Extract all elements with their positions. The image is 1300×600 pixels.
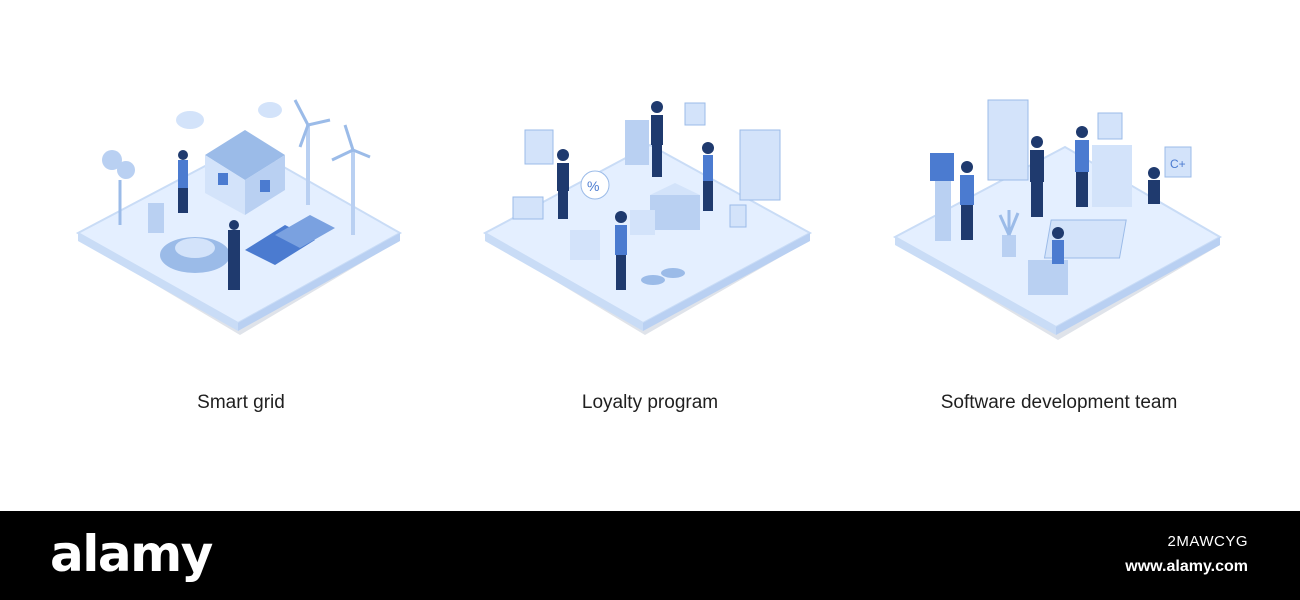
loyalty-program-illustration: % [475, 85, 835, 355]
software-development-illustration: C+ [880, 85, 1240, 355]
caption-smart-grid: Smart grid [197, 392, 285, 413]
smart-grid-illustration [70, 85, 430, 355]
caption-loyalty-program: Loyalty program [581, 392, 719, 413]
caption-software-development-team: Software development team [940, 392, 1178, 413]
svg-text:%: % [587, 178, 599, 194]
brand-logo: alamy [50, 525, 213, 583]
watermark-footer: alamy 2MAWCYG www.alamy.com [0, 511, 1300, 600]
svg-text:C+: C+ [1170, 157, 1186, 171]
image-id: 2MAWCYG [1167, 533, 1248, 550]
site-url: www.alamy.com [1125, 558, 1248, 575]
